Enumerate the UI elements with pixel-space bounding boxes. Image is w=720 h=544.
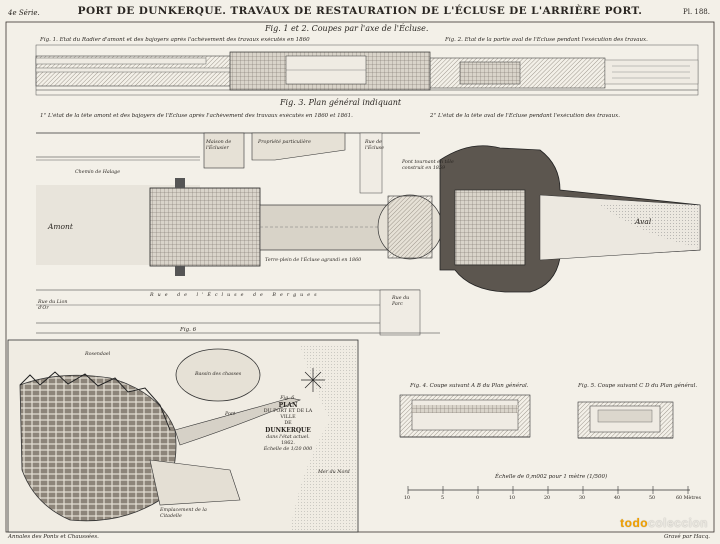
fig6-map: [7, 339, 359, 533]
fig2-label: Fig. 2. État de la partie aval de l'Éclu…: [445, 37, 648, 43]
scale-tick: 20: [544, 496, 551, 501]
fig3-right-note: 2° L'état de la tête aval de l'Écluse pe…: [430, 113, 620, 119]
maison-label: Maison de l'Éclusier: [206, 140, 232, 152]
rue-lion-label: Rue du Lion d'Or: [38, 300, 68, 312]
rue-parc-label: Rue du Parc: [392, 296, 410, 308]
pont-label: Pont tournant en tôle construit en 1859: [402, 160, 454, 172]
scale-tick: 5: [441, 496, 445, 501]
fig5-section: [577, 401, 674, 439]
series-label: 4e Série.: [8, 9, 40, 17]
fig4-caption: Fig. 4. Coupe suivant A B du Plan généra…: [410, 383, 529, 389]
watermark-logo: todocoleccion: [620, 516, 708, 530]
terre-plein-label: Terre-plein de l'Écluse agrandi en 1860: [265, 258, 362, 263]
bassin-label: Bassin des chasses: [195, 372, 242, 377]
map-title-block: Fig. 6. PLAN DU PORT ET DE LA VILLE DE D…: [258, 396, 318, 453]
propriete-label: Propriété particulière: [258, 140, 311, 145]
scale-tick: 10: [404, 496, 411, 501]
mer-label: Mer du Nord: [318, 470, 350, 475]
watermark-prefix: todo: [620, 516, 649, 530]
map-title-1: PLAN: [278, 401, 298, 409]
map-title-3: DE: [284, 421, 292, 427]
port-label: Port: [225, 412, 236, 417]
fig3-left-note: 1° L'état de la tête amont et des bajoye…: [40, 113, 353, 119]
map-title-year: 1862.: [281, 440, 295, 446]
scale-bar: [407, 486, 690, 494]
aval-label: Aval: [635, 217, 652, 226]
fig12-caption: Fig. 1 et 2. Coupes par l'axe de l'Éclus…: [265, 24, 429, 33]
rosendael-label: Rosendael: [85, 352, 111, 357]
scale-tick: 40: [614, 496, 621, 501]
scale-tick: 0: [476, 496, 480, 501]
plate-number: Pl. 188.: [683, 8, 710, 16]
engraver-credit: Gravé par Hacq.: [663, 534, 710, 540]
watermark-suffix: coleccion: [648, 516, 708, 530]
map-scale-note: Échelle de 1/20 000: [263, 446, 313, 452]
scale-tick: 60 Mètres: [676, 496, 701, 501]
emplacement-label: Emplacement de la Citadelle: [160, 508, 207, 519]
fig5-caption: Fig. 5. Coupe suivant C D du Plan généra…: [578, 383, 698, 389]
map-title-5: dans l'état actuel.: [266, 434, 310, 440]
fig4-section: [399, 394, 531, 438]
publication-credit: Annales des Ponts et Chaussées.: [8, 534, 99, 540]
scale-tick: 10: [509, 496, 516, 501]
scale-tick: 50: [649, 496, 656, 501]
fig1-2-sections: [35, 44, 699, 96]
fig1-label: Fig. 1. État du Radier d'amont et des ba…: [40, 37, 310, 43]
fig6-mark: Fig. 6: [180, 327, 197, 333]
fig3-caption: Fig. 3. Plan général indiquant: [280, 98, 402, 107]
map-fig-label: Fig. 6.: [280, 396, 296, 401]
rue-ecluse-label: Rue de l'Écluse: [365, 140, 384, 152]
map-title-2: DU PORT ET DE LA VILLE: [263, 409, 313, 421]
scale-caption: Échelle de 0,m002 pour 1 mètre (1/500): [495, 474, 608, 480]
map-title-4: DUNKERQUE: [265, 427, 311, 435]
plate-title: PORT DE DUNKERQUE. TRAVAUX DE RESTAURATI…: [77, 5, 643, 17]
amont-label: Amont: [48, 222, 73, 231]
chemin-label: Chemin de Halage: [75, 170, 121, 175]
scale-tick: 30: [579, 496, 586, 501]
rue-bergues-label: Rue de l'Écluse de Bergues: [150, 293, 321, 298]
scale-ticks: 10 5 0 10 20 30 40 50 60 Mètres: [404, 496, 704, 504]
fig3-plan: [36, 132, 701, 336]
